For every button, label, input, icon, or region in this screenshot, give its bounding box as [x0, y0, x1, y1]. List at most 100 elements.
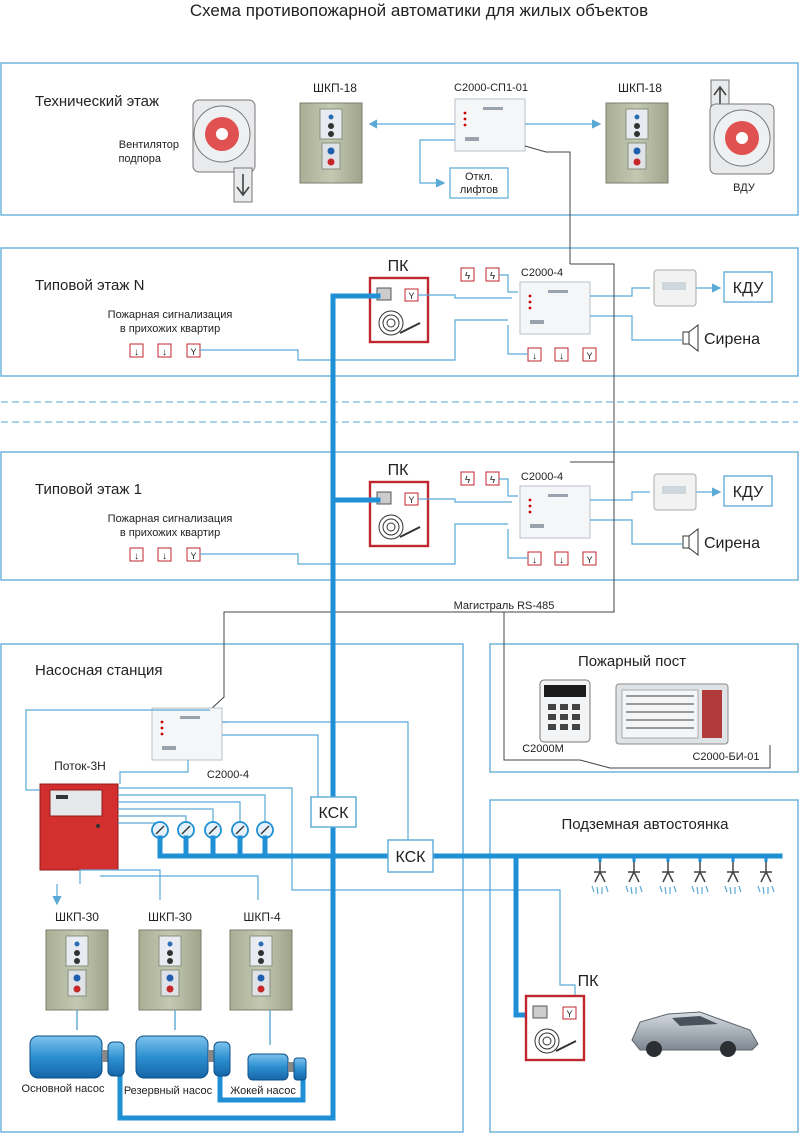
floor-1-lightning-sensors: ϟ ϟ: [460, 471, 500, 486]
supply-fan: [192, 99, 256, 203]
rs485-label: Магистраль RS-485: [454, 600, 555, 612]
shkp-right-label: ШКП-18: [618, 81, 662, 95]
zone-fire-post: [489, 643, 799, 773]
floor-1-title: Типовой этаж 1: [35, 481, 142, 498]
svg-text:ϟ: ϟ: [490, 475, 496, 486]
pump-station-links: [25, 709, 576, 1012]
cabinet-to-pump-arrows: [76, 1010, 271, 1045]
shkp4-label: ШКП-4: [243, 910, 281, 924]
potok-label: Поток-3Н: [54, 759, 106, 773]
svg-text:↓: ↓: [162, 551, 167, 562]
bi01-label: С2000-БИ-01: [692, 751, 759, 763]
svg-text:↓: ↓: [134, 347, 139, 358]
floor-n-alarm-line1: Пожарная сигнализация: [108, 309, 233, 321]
svg-text:Y: Y: [586, 351, 592, 361]
floor-n-pk-label: ПК: [388, 258, 410, 275]
pump-station-controller-label: С2000-4: [207, 769, 249, 781]
sprinkler-drops: [598, 856, 768, 862]
fire-post-title: Пожарный пост: [578, 653, 686, 670]
parking-pk-label: ПК: [578, 973, 600, 990]
tech-floor-links: [368, 119, 602, 188]
floor-1-kdu-box: [723, 475, 773, 507]
ksk-box-2: [387, 839, 434, 873]
floor-n-kdu-label: КДУ: [733, 280, 764, 297]
sprinkler-1: [591, 861, 609, 895]
svg-text:↓: ↓: [134, 551, 139, 562]
floor-n-detectors: ↓ ↓ Y: [129, 343, 201, 358]
svg-text:ϟ: ϟ: [490, 271, 496, 282]
floor-1-detectors: ↓ ↓ Y: [129, 547, 201, 562]
pump-station-title: Насосная станция: [35, 662, 163, 679]
fan-label-line1: Вентилятор: [119, 139, 179, 151]
car-icon: [631, 1011, 759, 1057]
zone-parking: [489, 799, 799, 1133]
tech-floor-title: Технический этаж: [35, 93, 159, 110]
floor-n-controller-label: С2000-4: [521, 267, 563, 279]
pump-station-c2000-4: [151, 707, 223, 761]
svg-text:Y: Y: [566, 1009, 572, 1019]
floor-n-lower-detectors: ↓ ↓ Y: [527, 347, 597, 362]
floor-1-controller-label: С2000-4: [521, 471, 563, 483]
parking-title: Подземная автостоянка: [561, 816, 729, 833]
zone-floor-n: [0, 247, 799, 377]
c2000m-keypad: [539, 679, 591, 743]
zone-technical-floor: [0, 62, 799, 216]
svg-text:↓: ↓: [532, 351, 537, 362]
floor-n-links: [418, 274, 722, 355]
zone-floor-1: [0, 451, 799, 581]
elevator-cutoff-box: [449, 167, 509, 199]
shkp30-a-label: ШКП-30: [55, 910, 99, 924]
rs485-trunk: [209, 462, 771, 769]
floor-n-kdu-box: [723, 271, 773, 303]
floor-1-alarm-line2: в прихожих квартир: [120, 527, 220, 539]
potok-3n-panel: [39, 783, 119, 871]
floor-n-c2000-4: [519, 281, 591, 335]
rs485-riser-tech: [524, 145, 571, 264]
floor-1-kdu-label: КДУ: [733, 484, 764, 501]
floor-1-c2000-4: [519, 485, 591, 539]
sprinkler-5: [724, 861, 742, 895]
main-pump: [29, 1035, 125, 1079]
zone-pump-station: [0, 643, 464, 1133]
rs485-n-to-1: [570, 263, 615, 463]
jockey-pump: [247, 1053, 307, 1081]
elevator-cutoff-line2: лифтов: [460, 184, 498, 196]
shkp-4-cabinet: [229, 929, 293, 1011]
floor-1-pk-label: ПК: [388, 462, 410, 479]
diagram-title: Схема противопожарной автоматики для жил…: [190, 1, 648, 20]
shkp-30-a-cabinet: [45, 929, 109, 1011]
shkp-18-right-cabinet: [605, 102, 669, 184]
svg-text:Y: Y: [190, 347, 196, 357]
floor-1-lower-detectors: ↓ ↓ Y: [527, 551, 597, 566]
shkp-left-label: ШКП-18: [313, 81, 357, 95]
sp1-label: С2000-СП1-01: [454, 82, 528, 94]
floor-1-alarm-line1: Пожарная сигнализация: [108, 513, 233, 525]
svg-text:↓: ↓: [559, 555, 564, 566]
parking-fire-hydrant-cabinet: Y: [524, 994, 586, 1062]
svg-text:↓: ↓: [162, 347, 167, 358]
ksk-2-label: КСК: [395, 849, 426, 866]
elevator-cutoff-line1: Откл.: [465, 171, 493, 183]
floor-1-siren-label: Сирена: [704, 535, 760, 552]
sprinkler-3: [659, 861, 677, 895]
floor-1-siren-icon: [682, 527, 699, 557]
fan-label-line2: подпора: [118, 153, 161, 165]
svg-text:↓: ↓: [532, 555, 537, 566]
c2000m-label: С2000М: [522, 743, 564, 755]
sprinkler-4: [691, 861, 709, 895]
reserve-pump-label: Резервный насос: [124, 1085, 213, 1097]
floor-1-fire-hydrant-cabinet: Y: [368, 480, 430, 548]
floor-n-fire-hydrant-cabinet: Y: [368, 276, 430, 344]
water-pipes: [117, 293, 783, 1121]
svg-text:↓: ↓: [559, 351, 564, 362]
floor-n-siren-label: Сирена: [704, 331, 760, 348]
smoke-exhaust-fan: [709, 79, 775, 175]
svg-text:Y: Y: [190, 551, 196, 561]
reserve-pump: [135, 1035, 231, 1079]
floor-n-lightning-sensors: ϟ ϟ: [460, 267, 500, 282]
svg-text:Y: Y: [408, 291, 414, 301]
floor-n-siren-icon: [682, 323, 699, 353]
floor-n-alarm-line2: в прихожих квартир: [120, 323, 220, 335]
shkp30-b-label: ШКП-30: [148, 910, 192, 924]
